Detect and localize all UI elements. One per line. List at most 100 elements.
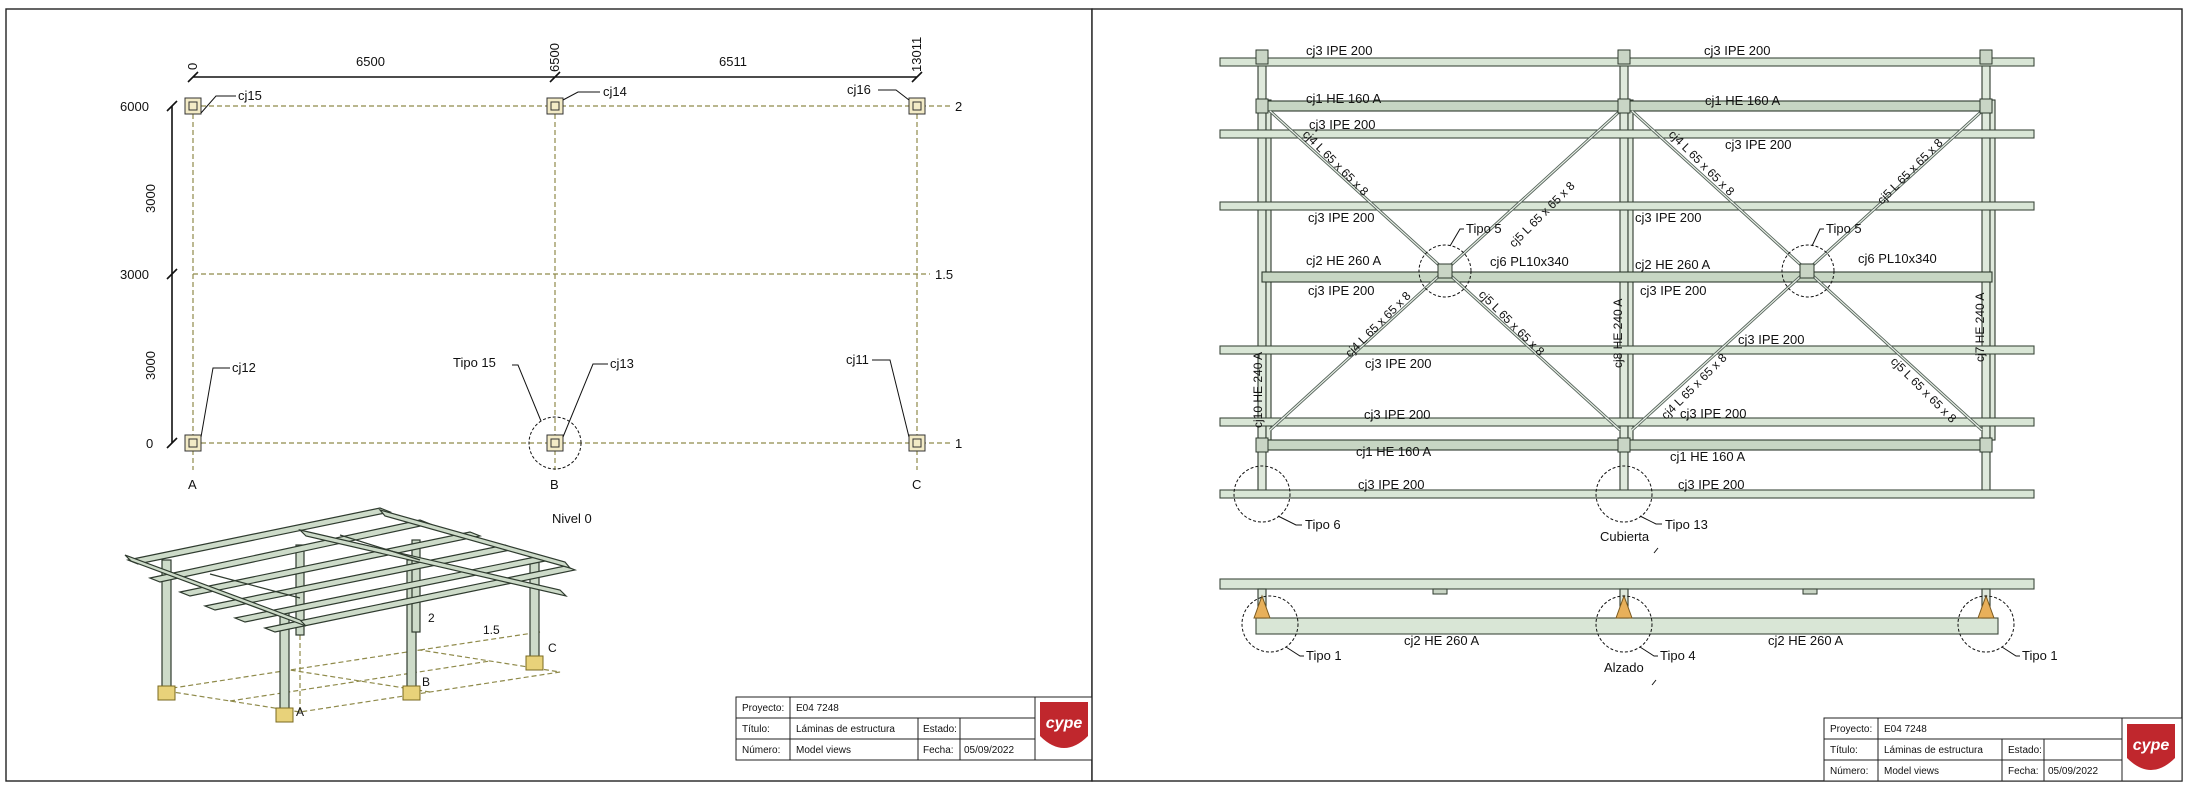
detail-circle-tipo15 [528, 416, 582, 470]
dim-top-0: 0 [185, 63, 200, 70]
view-title-cubierta: Cubierta [1600, 529, 1650, 544]
detail-circle-tipo1-left [1241, 595, 1299, 653]
dim-side-6000: 6000 [120, 99, 149, 114]
column-cj11 [908, 434, 926, 452]
tb-left-titulo-label: Título: [742, 724, 770, 735]
member-cj3-r6-left: cj3 IPE 200 [1365, 356, 1432, 371]
dim-side-3000a: 3000 [143, 184, 158, 213]
tb-left-numero-label: Número: [742, 745, 780, 756]
label-cj16: cj16 [847, 82, 871, 97]
label-tipo1-right: Tipo 1 [2022, 648, 2058, 663]
detail-circle-tipo1-right [1957, 595, 2015, 653]
tb-right-numero-value: Model views [1884, 766, 1939, 777]
member-cj3-r3-right: cj3 IPE 200 [1725, 137, 1792, 152]
tb-left-proyecto-label: Proyecto: [742, 703, 784, 714]
tb-right-estado-label: Estado: [2008, 745, 2042, 756]
member-cj1-r2-right: cj1 HE 160 A [1705, 93, 1780, 108]
member-cj3-r4-left: cj3 IPE 200 [1308, 210, 1375, 225]
iso-label-1-5: 1.5 [483, 623, 500, 637]
member-cj2-mid-left: cj2 HE 260 A [1306, 253, 1381, 268]
detail-circle-tipo13 [1595, 465, 1653, 523]
title-block-left: Proyecto: E04 7248 Título: Láminas de es… [735, 696, 1093, 761]
label-tipo15: Tipo 15 [453, 355, 496, 370]
member-cj7-col: cj7 HE 240 A [1973, 293, 1987, 362]
tb-right-titulo-label: Título: [1830, 745, 1858, 756]
tb-left-numero-value: Model views [796, 745, 851, 756]
member-cj2-mid-right: cj2 HE 260 A [1635, 257, 1710, 272]
dim-side-3000: 3000 [120, 267, 149, 282]
tb-right-fecha-label: Fecha: [2008, 766, 2039, 777]
cype-logo-left: cype [1040, 702, 1088, 748]
plan-view: 0 6500 6500 6511 13011 6000 3000 3000 30… [120, 37, 962, 492]
iso-label-nivel0: Nivel 0 [552, 511, 592, 526]
member-cj3-r5-left: cj3 IPE 200 [1308, 283, 1375, 298]
column-cj16 [908, 97, 926, 115]
tb-right-proyecto-label: Proyecto: [1830, 724, 1872, 735]
member-cj1-bottom-right: cj1 HE 160 A [1670, 449, 1745, 464]
member-cj1-r2-left: cj1 HE 160 A [1306, 91, 1381, 106]
tb-left-estado-label: Estado: [923, 724, 957, 735]
detail-circle-tipo5-left [1418, 244, 1472, 298]
cype-logo-right: cype [2127, 724, 2175, 770]
iso-label-c: C [548, 641, 557, 655]
member-cj8-col: cj8 HE 240 A [1611, 299, 1625, 368]
member-cj3-r6-right: cj3 IPE 200 [1738, 332, 1805, 347]
label-tipo4: Tipo 4 [1660, 648, 1696, 663]
axis-row-2: 2 [955, 99, 962, 114]
iso-label-a: A [296, 705, 304, 719]
elev-member-cj2-right: cj2 HE 260 A [1768, 633, 1843, 648]
elevation-view: cj2 HE 260 A cj2 HE 260 A Tipo 1 Tipo 4 … [1219, 578, 2058, 686]
dim-side-0: 0 [146, 436, 153, 451]
member-cj3-top-left: cj3 IPE 200 [1306, 43, 1373, 58]
tb-right-fecha-value: 05/09/2022 [2048, 766, 2098, 777]
axis-row-1: 1 [955, 436, 962, 451]
label-cj13: cj13 [610, 356, 634, 371]
column-cj12 [184, 434, 202, 452]
label-tipo1-left: Tipo 1 [1306, 648, 1342, 663]
member-cj3-r7-right: cj3 IPE 200 [1680, 406, 1747, 421]
label-tipo5-right: Tipo 5 [1826, 221, 1862, 236]
label-tipo13: Tipo 13 [1665, 517, 1708, 532]
tb-right-numero-label: Número: [1830, 766, 1868, 777]
member-cj10-col: cj10 HE 240 A [1251, 352, 1265, 428]
column-cj14 [546, 97, 564, 115]
cype-logo-right-text: cype [2133, 737, 2170, 754]
tb-left-titulo-value: Láminas de estructura [796, 724, 895, 735]
tb-right-titulo-value: Láminas de estructura [1884, 745, 1983, 756]
member-cj3-r7-left: cj3 IPE 200 [1364, 407, 1431, 422]
member-cj3-r4-right: cj3 IPE 200 [1635, 210, 1702, 225]
member-cj3-top-right: cj3 IPE 200 [1704, 43, 1771, 58]
member-cj6-left: cj6 PL10x340 [1490, 254, 1569, 269]
dim-top-13011: 13011 [909, 37, 924, 72]
dim-top-6500b: 6500 [547, 43, 562, 72]
member-cj3-r5-right: cj3 IPE 200 [1640, 283, 1707, 298]
axis-col-c: C [912, 477, 921, 492]
member-cj3-base-right: cj3 IPE 200 [1678, 477, 1745, 492]
member-cj1-bottom-left: cj1 HE 160 A [1356, 444, 1431, 459]
cype-logo-left-text: cype [1046, 715, 1083, 732]
iso-label-b: B [422, 675, 430, 689]
tb-left-fecha-value: 05/09/2022 [964, 745, 1014, 756]
member-cj6-right: cj6 PL10x340 [1858, 251, 1937, 266]
detail-circle-tipo5-right [1781, 244, 1835, 298]
member-cj3-r3-left: cj3 IPE 200 [1309, 117, 1376, 132]
tb-left-proyecto-value: E04 7248 [796, 703, 839, 714]
label-cj15: cj15 [238, 88, 262, 103]
label-tipo6: Tipo 6 [1305, 517, 1341, 532]
dim-top-6511: 6511 [719, 54, 747, 69]
axis-col-a: A [188, 477, 197, 492]
label-tipo5-left: Tipo 5 [1466, 221, 1502, 236]
column-cj15 [184, 97, 202, 115]
label-cj11: cj11 [846, 352, 869, 367]
detail-circle-tipo4 [1595, 595, 1653, 653]
isometric-view: Nivel 0 2 1.5 C B A [124, 507, 592, 723]
tb-left-fecha-label: Fecha: [923, 745, 954, 756]
member-cj3-base-left: cj3 IPE 200 [1358, 477, 1425, 492]
label-cj14: cj14 [603, 84, 627, 99]
dim-top-6500a: 6500 [356, 54, 385, 69]
axis-row-1-5: 1.5 [935, 267, 953, 282]
left-sheet [5, 8, 1093, 782]
detail-circle-tipo6 [1233, 465, 1291, 523]
iso-label-2: 2 [428, 611, 435, 625]
